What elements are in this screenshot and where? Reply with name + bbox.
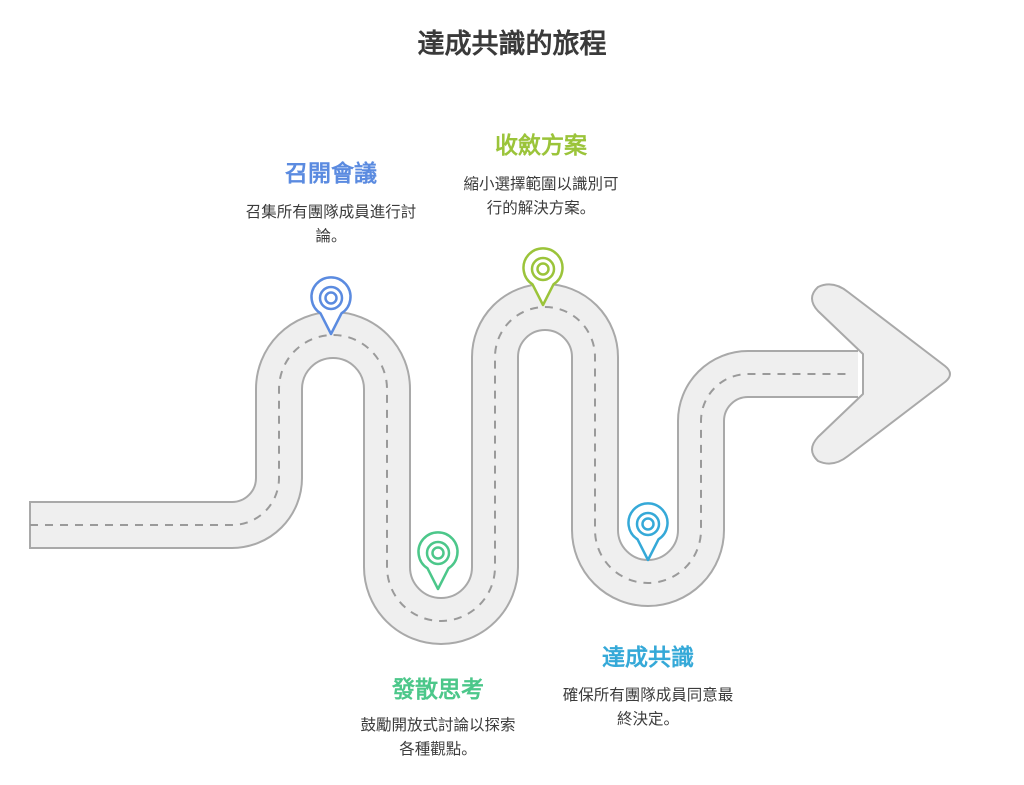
pin-icon-step-2: [417, 531, 459, 591]
step-3-title: 收斂方案: [495, 133, 587, 159]
step-1-title: 召開會議: [285, 161, 377, 187]
pin-icon-step-4: [627, 502, 669, 562]
pin-icon-step-3: [522, 247, 564, 307]
diagram-title: 達成共識的旅程: [417, 29, 607, 60]
step-2-title: 發散思考: [392, 677, 484, 703]
road-surface: [30, 285, 858, 643]
arrow-head-icon: [811, 283, 951, 465]
step-3-description: 縮小選擇範圍以識別可行的解決方案。: [463, 175, 619, 217]
step-1-description: 召集所有團隊成員進行討論。: [245, 203, 417, 245]
step-4-description: 確保所有團隊成員同意最終決定。: [562, 686, 734, 728]
step-2-description: 鼓勵開放式討論以探索各種觀點。: [360, 716, 516, 758]
step-4-title: 達成共識: [602, 645, 694, 671]
pin-icon-step-1: [310, 276, 352, 336]
